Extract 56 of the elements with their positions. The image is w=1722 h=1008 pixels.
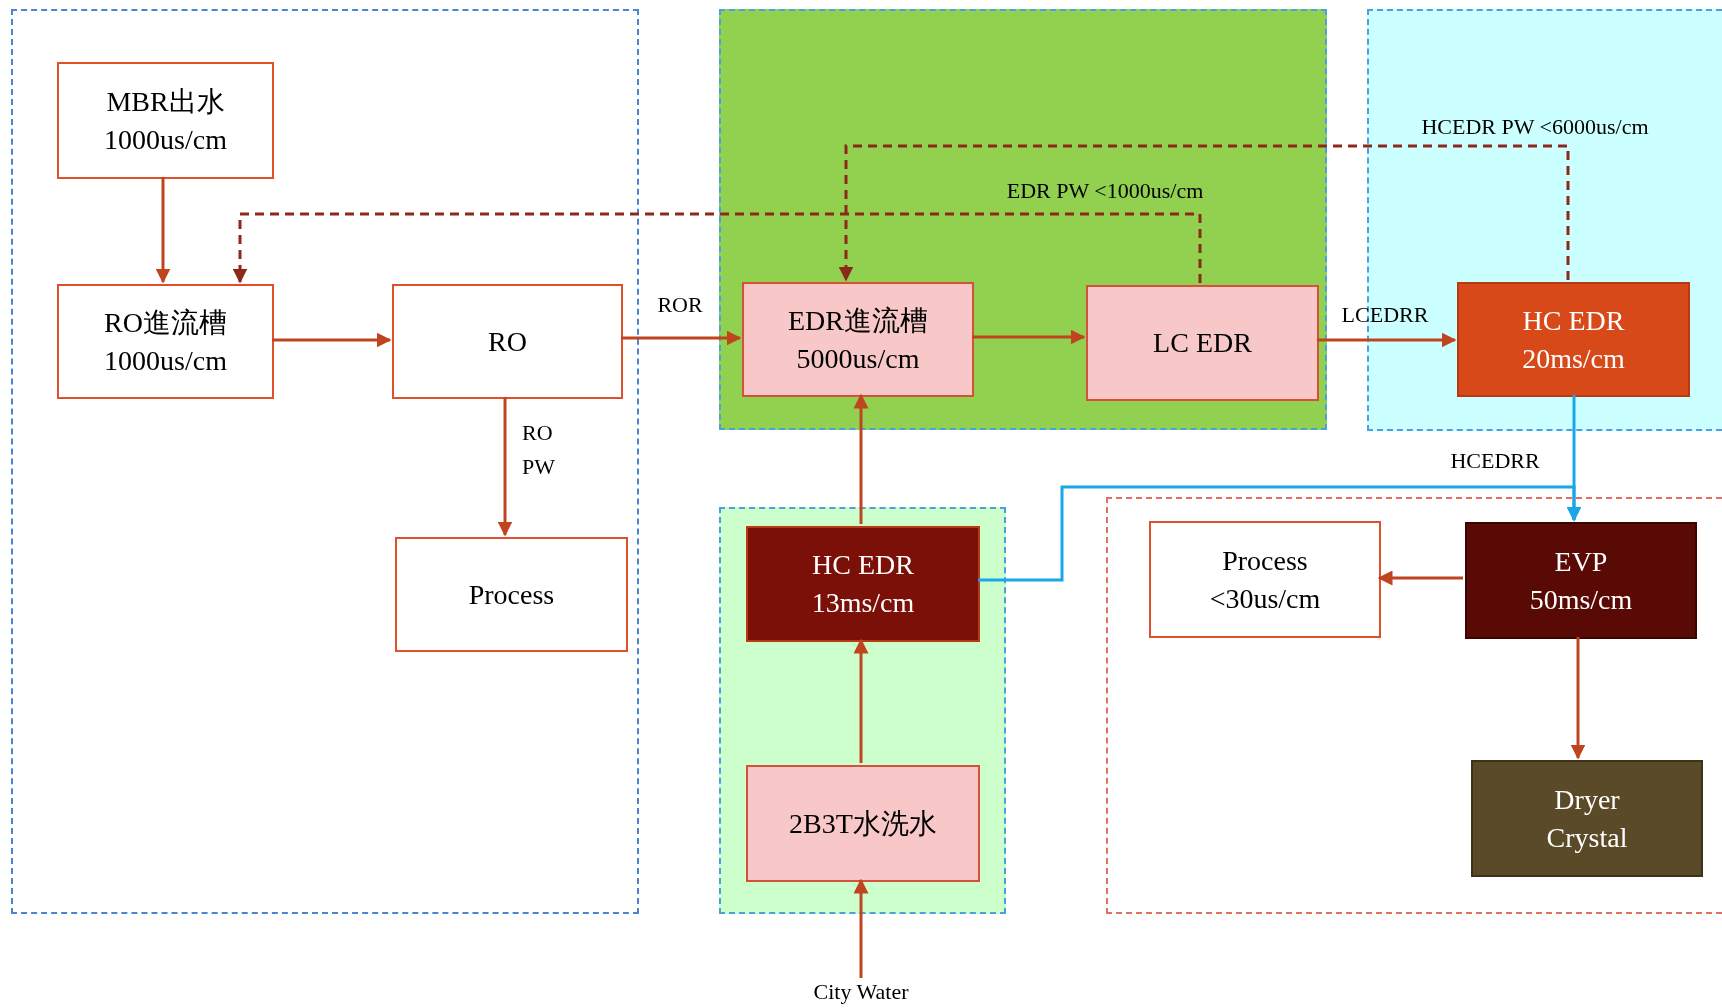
process-box <box>392 284 623 399</box>
node-label: EDR進流槽 <box>788 303 928 338</box>
tank-box <box>57 284 274 399</box>
shaded-region <box>719 507 1006 914</box>
node-label: EVP <box>1554 544 1608 579</box>
source-label: City Water <box>800 978 922 1006</box>
arrow <box>853 638 869 763</box>
node-label: MBR出水 <box>106 84 225 119</box>
node-label: <30us/cm <box>1209 581 1321 616</box>
arrow <box>972 329 1086 345</box>
node-label: 5000us/cm <box>796 341 920 376</box>
tank-box <box>742 282 974 397</box>
arrow <box>853 878 869 978</box>
edge-label: ROR <box>656 291 704 319</box>
edge-label: HCEDRR <box>1449 447 1541 475</box>
shaded-region <box>719 9 1327 430</box>
node-label: LC EDR <box>1153 326 1252 360</box>
node-label: Process <box>468 577 555 612</box>
process-box <box>57 62 274 179</box>
arrow <box>978 485 1582 582</box>
arrow <box>853 393 869 524</box>
node-label: 1000us/cm <box>104 343 227 378</box>
process-box <box>746 526 980 642</box>
evaporator-box <box>1465 522 1697 639</box>
dashed-region <box>1106 497 1722 914</box>
arrow <box>1570 637 1586 760</box>
arrow <box>155 177 171 284</box>
node-label: RO進流槽 <box>104 305 227 340</box>
edge-label: HCEDR PW <6000us/cm <box>1420 113 1650 141</box>
edge-label: LCEDRR <box>1340 301 1430 329</box>
node-label: Dryer Crystal <box>1545 782 1629 855</box>
node-label: HC EDR <box>1522 303 1625 338</box>
process-box <box>1086 285 1319 401</box>
node-label: 50ms/cm <box>1529 582 1633 617</box>
source-box <box>746 765 980 882</box>
node-label: RO <box>488 324 527 359</box>
dryer-box <box>1471 760 1703 877</box>
edge-label: RO PW <box>522 419 556 481</box>
node-label: 1000us/cm <box>104 122 227 157</box>
node-label: 20ms/cm <box>1522 341 1625 376</box>
dashed-arrow <box>232 212 1202 284</box>
edge-label: EDR PW <1000us/cm <box>1005 177 1205 205</box>
process-box <box>1149 521 1381 638</box>
process-box <box>1457 282 1690 397</box>
arrow <box>1317 332 1457 348</box>
node-label: 13ms/cm <box>811 586 915 620</box>
arrow <box>272 332 392 348</box>
dashed-arrow <box>838 144 1570 282</box>
arrow <box>621 330 742 346</box>
node-label: Process <box>1222 543 1308 578</box>
process-box <box>395 537 628 652</box>
node-label: 2B3T水洗水 <box>789 806 937 841</box>
arrow <box>1377 570 1463 586</box>
dashed-region <box>11 9 639 914</box>
node-label: HC EDR <box>812 548 914 582</box>
arrow <box>497 397 513 537</box>
